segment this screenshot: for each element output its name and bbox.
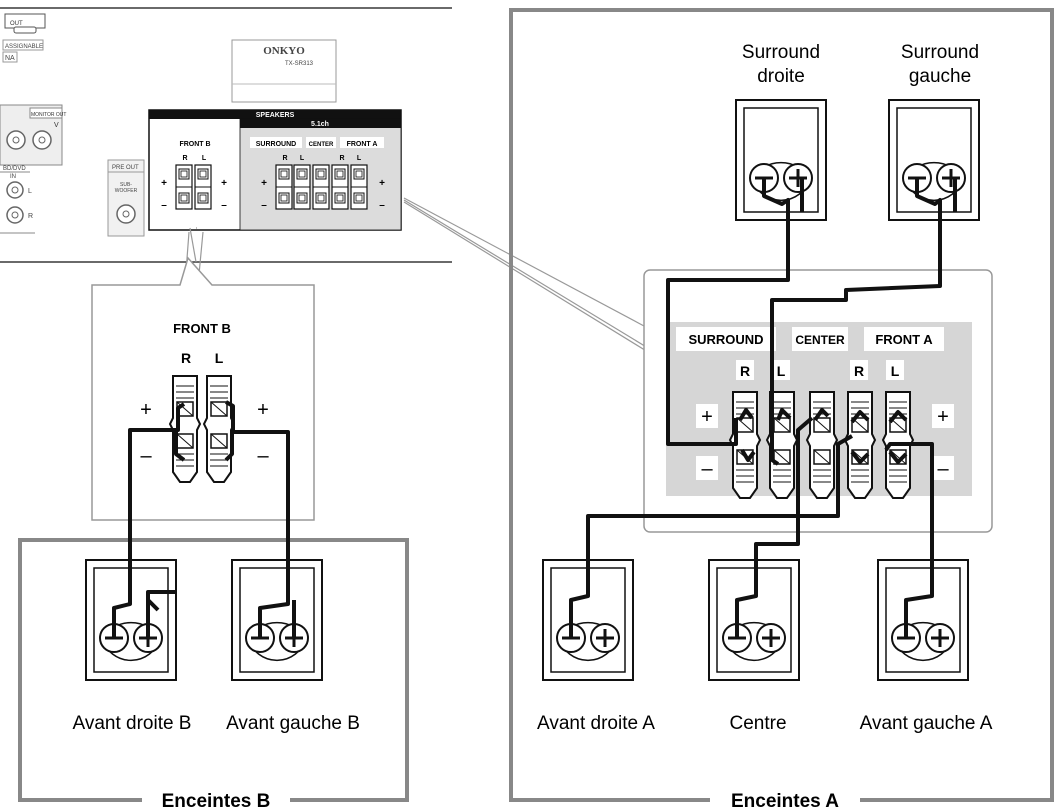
front-b-small-terminal-r <box>175 164 193 210</box>
channel-small-terminal-2 <box>293 164 311 210</box>
front-a-small-l: L <box>357 155 362 162</box>
channel-label: 5.1ch <box>311 121 329 128</box>
front-b-small-plus-right: + <box>221 178 227 189</box>
group-title-enceintes-b: Enceintes B <box>162 791 271 812</box>
surround-small-label: SURROUND <box>256 141 296 148</box>
speaker-front-left-a <box>876 558 970 682</box>
front-b-zoom-panel <box>91 256 315 521</box>
front-b-terminal-l <box>203 375 235 483</box>
r-label: R <box>28 213 33 220</box>
front-a-minus-left: – <box>701 458 713 480</box>
front-b-minus-left: – <box>140 445 152 467</box>
front-b-zoom-title: FRONT B <box>173 321 231 336</box>
front-a-front-r: R <box>854 363 864 379</box>
monitor-out-label: MONITOR OUT <box>31 112 66 118</box>
surround-small-r: R <box>282 155 287 162</box>
l-label: L <box>28 188 32 195</box>
front-b-small-minus-left: – <box>161 200 167 211</box>
speakers-header: SPEAKERS <box>256 112 295 119</box>
front-a-surround-r: R <box>740 363 750 379</box>
speaker-front-left-b <box>230 558 324 682</box>
subwoofer-label: SUB-WOOFER <box>115 182 138 194</box>
front-b-small-minus-right: – <box>221 200 227 211</box>
channel-small-minus-left: – <box>261 200 267 211</box>
group-title-enceintes-a: Enceintes A <box>731 791 839 812</box>
label-front-left-b: Avant gauche B <box>226 713 360 734</box>
speaker-wires <box>112 178 957 638</box>
enceintes-a-frame <box>509 8 1054 802</box>
label-front-left-a: Avant gauche A <box>860 713 993 734</box>
front-b-minus-right: – <box>257 445 269 467</box>
na-label: NA <box>5 55 15 62</box>
bd-dvd-label: BD/DVD <box>3 166 26 172</box>
receiver-back-panel: OUT ASSIGNABLE NA MONITOR OUT V BD/DVD I… <box>0 7 452 263</box>
model-plate <box>231 39 337 103</box>
front-b-small-l: L <box>202 155 207 162</box>
front-a-surround-label: SURROUND <box>688 332 763 347</box>
front-a-fronta-label: FRONT A <box>875 332 933 347</box>
front-a-small-label: FRONT A <box>347 141 378 148</box>
channel-small-plus-right: + <box>379 178 385 189</box>
channel-small-terminal-3 <box>312 164 330 210</box>
front-b-r-letter: R <box>181 350 191 366</box>
front-b-l-letter: L <box>215 350 224 366</box>
channel-small-plus-left: + <box>261 178 267 189</box>
zoom-connectors <box>184 197 649 353</box>
pre-out-label: PRE OUT <box>112 165 139 171</box>
assignable-label: ASSIGNABLE <box>5 44 43 50</box>
channel-small-minus-right: – <box>379 200 385 211</box>
surround-small-l: L <box>300 155 305 162</box>
front-b-small-terminal-l <box>194 164 212 210</box>
label-front-right-b: Avant droite B <box>72 713 191 734</box>
front-a-plus-left: + <box>701 406 713 428</box>
channel-small-terminal-5 <box>350 164 368 210</box>
model-label: TX-SR313 <box>285 61 314 67</box>
front-a-surround-l: L <box>777 363 786 379</box>
out-label: OUT <box>10 21 23 27</box>
front-a-small-r: R <box>339 155 344 162</box>
front-b-plus-right: + <box>257 399 269 421</box>
front-a-front-l: L <box>891 363 900 379</box>
front-b-small-r: R <box>182 155 187 162</box>
front-a-terminal-center <box>806 391 838 499</box>
center-small-label: CENTER <box>309 142 334 148</box>
front-a-minus-right: – <box>937 458 949 480</box>
front-a-center-label: CENTER <box>795 333 845 347</box>
in-label: IN <box>10 174 16 180</box>
channel-small-terminal-4 <box>331 164 349 210</box>
channel-small-terminal-1 <box>275 164 293 210</box>
front-a-plus-right: + <box>937 406 949 428</box>
front-b-plus-left: + <box>140 399 152 421</box>
brand-label: ONKYO <box>263 45 305 57</box>
label-front-right-a: Avant droite A <box>537 713 655 734</box>
enceintes-b-frame <box>18 538 409 802</box>
label-center: Centre <box>729 713 786 734</box>
front-a-terminal-front-r <box>844 391 876 499</box>
v-label: V <box>54 122 59 129</box>
front-b-small-plus-left: + <box>161 178 167 189</box>
front-b-small-label: FRONT B <box>179 141 210 148</box>
